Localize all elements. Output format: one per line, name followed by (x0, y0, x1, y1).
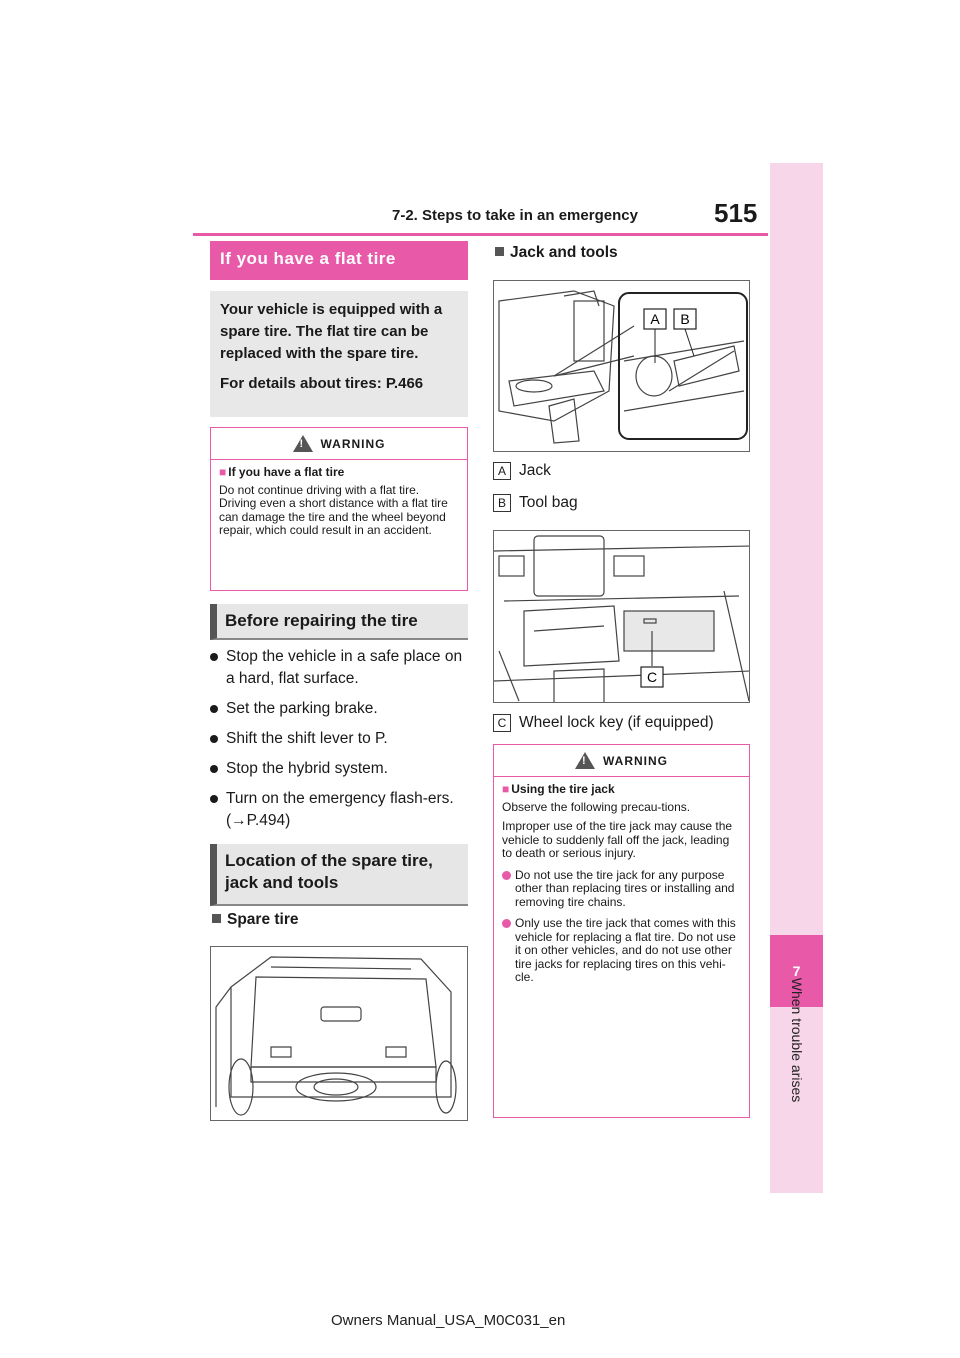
list-item: Shift the shift lever to P. (210, 728, 468, 750)
square-bullet-icon (495, 247, 504, 256)
warning-text: Do not continue driving with a flat tire… (219, 482, 420, 497)
warning-text: Improper use of the tire jack may cause … (502, 819, 733, 860)
jack-and-tools-illustration: A B (493, 280, 750, 452)
jack-and-tools-heading: Jack and tools (495, 244, 618, 262)
legend-text: Tool bag (519, 494, 578, 511)
list-item: Do not use the tire jack for any purpose… (502, 868, 741, 910)
warning-label: WARNING (603, 753, 668, 768)
intro-box: Your vehicle is equipped with a spare ti… (210, 291, 468, 417)
warning-header: WARNING (211, 428, 467, 460)
bullet-icon (502, 919, 511, 928)
warning-subheading: If you have a flat tire (228, 465, 345, 479)
chapter-number: 7 (770, 935, 823, 1007)
list-item: Only use the tire jack that comes with t… (502, 916, 741, 985)
list-item: Set the parking brake. (210, 698, 468, 720)
wheel-lock-key-illustration: C (493, 530, 750, 703)
header-section-title: 7-2. Steps to take in an emergency (392, 207, 638, 224)
bullet-icon (210, 735, 218, 743)
page-title: If you have a flat tire (210, 241, 468, 280)
square-bullet-icon: ■ (219, 465, 227, 479)
list-item: Stop the vehicle in a safe place on a ha… (210, 646, 468, 690)
legend-letter: A (493, 462, 511, 480)
warning-subheading: Using the tire jack (511, 782, 615, 796)
legend-item-a: A Jack (493, 462, 551, 480)
section-heading-before-repair: Before repairing the tire (210, 604, 468, 640)
warning-box-tire-jack: WARNING ■Using the tire jack Observe the… (493, 744, 750, 1118)
jack-location-drawing: A B (498, 290, 748, 444)
warning-box-flat-tire: WARNING ■If you have a flat tire Do not … (210, 427, 468, 591)
callout-c: C (647, 669, 657, 685)
warning-text: Observe the following precau-tions. (502, 799, 691, 814)
legend-letter: B (493, 494, 511, 512)
legend-text: Wheel lock key (if equipped) (519, 714, 714, 731)
spare-tire-heading: Spare tire (212, 911, 299, 929)
legend-text: Jack (519, 462, 551, 479)
warning-text-2: Driving even a short distance with a fla… (219, 496, 448, 537)
chapter-side-tab (770, 163, 823, 1193)
intro-text: Your vehicle is equipped with a spare ti… (220, 301, 443, 362)
square-bullet-icon (212, 914, 221, 923)
truck-rear-drawing (215, 956, 457, 1116)
bullet-icon (210, 653, 218, 661)
steps-list: Stop the vehicle in a safe place on a ha… (210, 646, 468, 840)
bullet-icon (502, 870, 511, 880)
warning-icon (575, 752, 595, 769)
chapter-label: When trouble arises (789, 977, 805, 1103)
bullet-icon (210, 795, 218, 803)
bullet-icon (210, 705, 218, 713)
list-item: Stop the hybrid system. (210, 758, 468, 780)
spare-tire-illustration (210, 946, 468, 1121)
header-rule (193, 233, 768, 236)
section-heading-location: Location of the spare tire, jack and too… (210, 844, 468, 906)
warning-icon (292, 435, 313, 452)
list-item: Turn on the emergency flash-ers. (→P.494… (210, 788, 468, 832)
footer-manual-id: Owners Manual_USA_M0C031_en (331, 1312, 566, 1329)
legend-item-b: B Tool bag (493, 494, 578, 512)
legend-item-c: C Wheel lock key (if equipped) (493, 714, 714, 732)
intro-reference: For details about tires: P.466 (220, 375, 424, 392)
callout-a: A (650, 311, 660, 327)
page-number: 515 (714, 198, 758, 228)
glovebox-drawing: C (494, 535, 749, 702)
callout-b: B (680, 311, 689, 327)
legend-letter: C (493, 714, 511, 732)
warning-header: WARNING (494, 745, 749, 777)
square-bullet-icon: ■ (502, 782, 510, 796)
warning-label: WARNING (320, 436, 386, 451)
bullet-icon (210, 765, 218, 773)
